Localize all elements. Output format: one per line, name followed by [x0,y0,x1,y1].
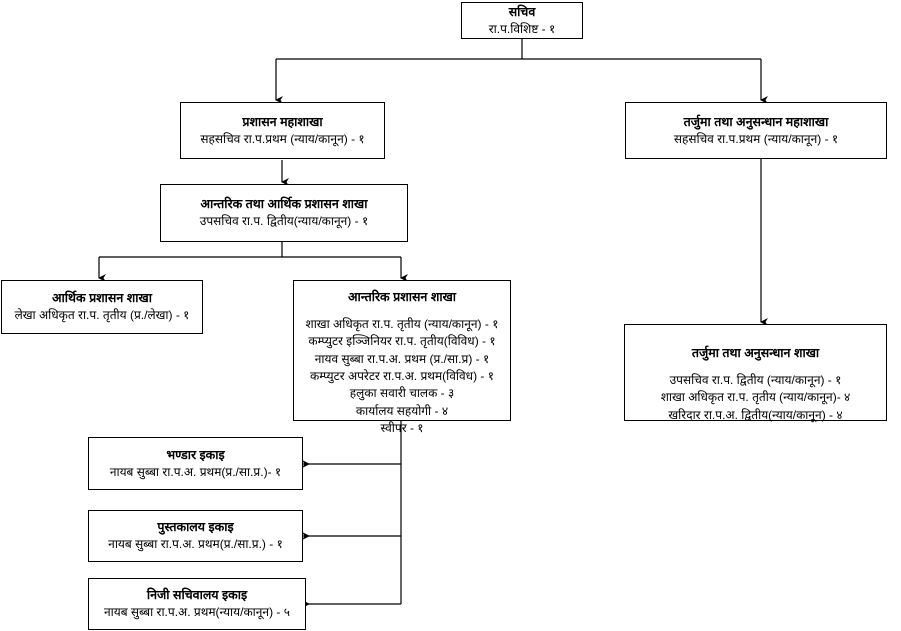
edge-internal-financial-to-sections [98,241,408,282]
node-internal-financial-admin-section-line-1: उपसचिव रा.प. द्वितीय(न्याय/कानून) - १ [199,214,369,229]
node-store-unit-line-1: नायब सुब्बा रा.प.अ. प्रथम(प्र./सा.प्र.)-… [109,464,282,479]
node-internal-admin-section[interactable]: आन्तरिक प्रशासन शाखा शाखा अधिकृत रा.प. त… [293,280,511,435]
node-internal-admin-section-line-4: कम्प्युटर अपरेटर रा.प.अ. प्रथम(विविध) - … [310,369,494,384]
node-library-unit-title: पुस्तकालय इकाइ [157,520,234,535]
node-translation-research-section[interactable]: तर्जुमा तथा अनुसन्धान शाखा उपसचिव रा.प. … [624,324,887,424]
node-translation-research-division-line-1: सहसचिव रा.प.प्रथम (न्याय/कानून) - १ [673,131,839,146]
node-administration-division-line-1: सहसचिव रा.प.प्रथम (न्याय/कानून) - १ [200,131,365,146]
node-internal-admin-section-line-6: कार्यालय सहयोगी - ४ [355,403,449,418]
node-internal-admin-section-line-2: कम्प्युटर इञ्जिनियर रा.प. तृतीय(विविध) -… [308,334,496,349]
node-administration-division[interactable]: प्रशासन महाशाखा सहसचिव रा.प.प्रथम (न्याय… [180,102,385,159]
node-administration-division-title: प्रशासन महाशाखा [242,114,323,129]
node-translation-research-section-lines: उपसचिव रा.प. द्वितीय (न्याय/कानून) - १ श… [661,372,851,424]
node-translation-research-section-line-1: उपसचिव रा.प. द्वितीय (न्याय/कानून) - १ [669,372,842,387]
node-financial-admin-section-title: आर्थिक प्रशासन शाखा [52,291,152,306]
edge-secretary-to-divisions [275,38,768,104]
node-translation-research-division-title: तर्जुमा तथा अनुसन्धान महाशाखा [683,114,829,129]
node-internal-financial-admin-section[interactable]: आन्तरिक तथा आर्थिक प्रशासन शाखा उपसचिव र… [160,184,408,242]
node-translation-research-section-line-3: खरिदार रा.प.अ. द्वितीय(न्याय/कानून) - ४ [668,407,843,422]
node-translation-research-section-title: तर्जुमा तथा अनुसन्धान शाखा [691,346,820,360]
node-internal-admin-section-line-7: स्वीपर - १ [380,421,424,436]
node-secretary-line-1: रा.प.विशिष्ट - १ [488,21,556,36]
node-financial-admin-section[interactable]: आर्थिक प्रशासन शाखा लेखा अधिकृत रा.प. तृ… [1,280,203,334]
node-private-secretariat-unit[interactable]: निजी सचिवालय इकाइ नायब सुब्बा रा.प.अ. प्… [88,578,306,630]
node-secretary[interactable]: सचिव रा.प.विशिष्ट - १ [461,2,583,39]
node-store-unit-title: भण्डार इकाइ [166,447,225,462]
node-secretary-title: सचिव [508,4,536,19]
node-internal-admin-section-title: आन्तरिक प्रशासन शाखा [347,290,457,304]
node-internal-admin-section-lines: शाखा अधिकृत रा.प. तृतीय (न्याय/कानून) - … [306,316,499,438]
node-internal-admin-section-line-1: शाखा अधिकृत रा.प. तृतीय (न्याय/कानून) - … [305,316,499,331]
node-financial-admin-section-line-1: लेखा अधिकृत रा.प. तृतीय (प्र./लेखा) - १ [14,308,190,323]
edge-internal-admin-to-units [302,421,402,608]
node-internal-financial-admin-section-title: आन्तरिक तथा आर्थिक प्रशासन शाखा [200,197,368,212]
node-internal-admin-section-line-5: हलुका सवारी चालक - ३ [349,386,455,401]
node-internal-admin-section-line-3: नायव सुब्बा रा.प.अ. प्रथम (प्र./सा.प्र) … [314,351,490,366]
node-library-unit-line-1: नायब सुब्बा रा.प.अ. प्रथम(प्र./सा.प्र.) … [108,537,283,552]
node-store-unit[interactable]: भण्डार इकाइ नायब सुब्बा रा.प.अ. प्रथम(प्… [88,437,303,490]
node-private-secretariat-unit-line-1: नायब सुब्बा रा.प.अ. प्रथम(न्याय/कानून) -… [104,605,290,620]
node-library-unit[interactable]: पुस्तकालय इकाइ नायब सुब्बा रा.प.अ. प्रथम… [88,510,303,562]
node-private-secretariat-unit-title: निजी सचिवालय इकाइ [146,588,248,603]
node-translation-research-division[interactable]: तर्जुमा तथा अनुसन्धान महाशाखा सहसचिव रा.… [625,102,887,159]
node-translation-research-section-line-2: शाखा अधिकृत रा.प. तृतीय (न्याय/कानून)- ४ [660,390,851,405]
